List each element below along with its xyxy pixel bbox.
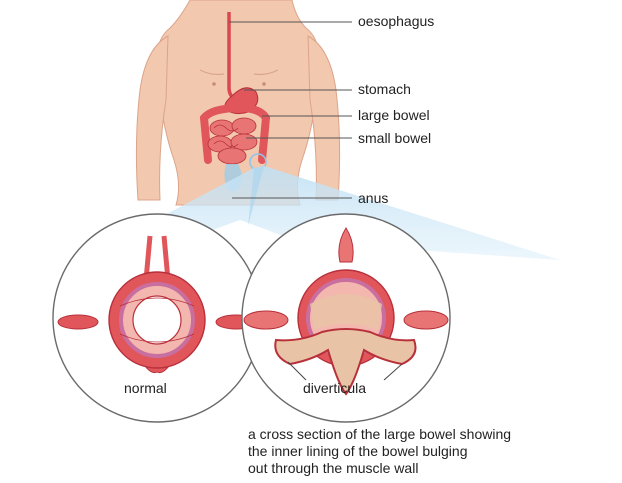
label-oesophagus: oesophagus [358,13,435,29]
large-bowel-organ [199,103,271,164]
label-stomach: stomach [358,81,411,97]
right-arm [307,35,341,201]
label-normal: normal [124,380,167,396]
small-bowel-organ [207,117,258,165]
label-diverticula: diverticula [303,380,367,396]
leader-lines [229,21,352,199]
diverticula-bulge [274,328,417,396]
normal-cross-section [52,213,262,423]
zoom-cone [60,166,560,270]
caption: a cross section of the large bowel showi… [248,426,511,477]
label-anus: anus [358,190,389,206]
caption-line: a cross section of the large bowel showi… [248,426,512,442]
label-small-bowel: small bowel [358,130,432,146]
caption-line: out through the muscle wall [248,460,419,476]
caption-line: the inner lining of the bowel bulging [248,443,468,459]
diverticula-cross-section [241,213,451,423]
left-arm [135,35,169,201]
label-large-bowel: large bowel [358,107,430,123]
